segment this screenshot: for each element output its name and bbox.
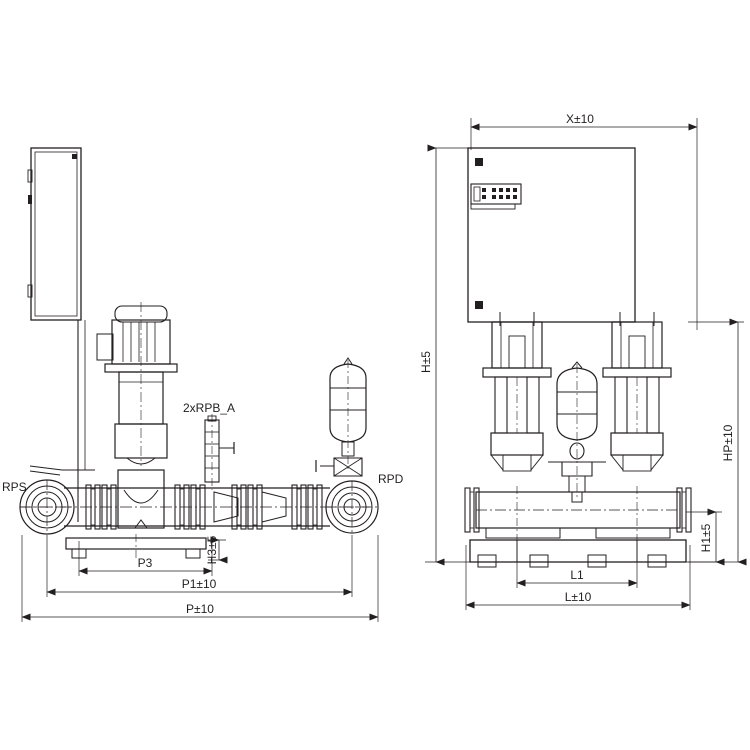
expansion-joint — [213, 491, 287, 523]
side-view-group: 2xRPB_A — [2, 147, 404, 622]
front-view-group: X±10 H±5 HP±10 H1±5 L1 — [419, 112, 747, 610]
suction-manifold — [20, 487, 370, 527]
sensor-rpb — [204, 414, 235, 490]
dim-p3: P3 — [78, 541, 213, 576]
membrane-vessel-front — [548, 361, 606, 503]
dim-label-p1: P1±10 — [182, 577, 217, 591]
dim-l: L±10 — [465, 545, 691, 610]
dim-h1: H1±5 — [686, 508, 725, 566]
label-rps: RPS — [2, 480, 27, 494]
component-label-2xrpb-a: 2xRPB_A — [183, 401, 235, 415]
membrane-vessel-side — [329, 357, 367, 470]
dim-l1: L1 — [516, 545, 638, 588]
dim-label-p: P±10 — [186, 602, 214, 616]
dim-label-l: L±10 — [565, 590, 592, 604]
dim-label-p3: P3 — [138, 556, 153, 570]
label-rpd: RPD — [378, 472, 404, 486]
dim-h: H±5 — [419, 144, 470, 566]
dim-p: P±10 — [21, 535, 379, 622]
dim-label-hp: HP±10 — [721, 424, 735, 461]
hmi-panel[interactable] — [470, 183, 522, 210]
control-cabinet-side — [27, 147, 82, 321]
dim-label-h1: H1±5 — [699, 523, 713, 552]
dim-label-h: H±5 — [419, 351, 433, 373]
manifold-front — [475, 486, 681, 540]
dim-label-l1: L1 — [570, 568, 584, 582]
control-cabinet-front — [467, 147, 636, 323]
pump-tee-body — [117, 469, 165, 529]
dim-x: X±10 — [470, 112, 698, 330]
suction-valve-handle — [29, 465, 95, 471]
dim-p1: P1±10 — [46, 535, 353, 597]
dim-label-x: X±10 — [566, 112, 594, 126]
discharge-connection — [325, 480, 379, 534]
vessel-shutoff-valve — [315, 457, 363, 477]
